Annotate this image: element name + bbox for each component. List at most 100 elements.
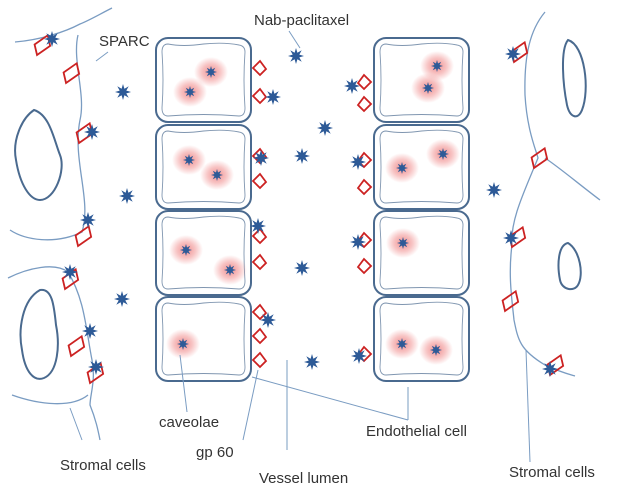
gp60-label: gp 60 [196, 444, 234, 461]
nab-paclitaxel-particles [44, 31, 558, 377]
star-icon [80, 212, 96, 228]
cell-membrane [379, 42, 464, 117]
parallelogram-icon [74, 224, 93, 248]
star-icon [180, 244, 192, 256]
endothelial-cell-pointer-b [251, 376, 409, 421]
star-icon [422, 82, 434, 94]
star-icon [224, 264, 236, 276]
sparc-label: SPARC [99, 33, 150, 50]
stromal-cell [557, 241, 582, 291]
gp60-pointer [242, 369, 259, 441]
stromal-shapes [14, 38, 587, 380]
cell-membrane [379, 215, 464, 290]
chevron-icon [356, 231, 373, 249]
stromal-fiber [7, 266, 101, 441]
star-icon [317, 120, 333, 136]
stromal-right-pointer [525, 349, 531, 463]
sparc-pointer [95, 51, 109, 62]
star-icon [344, 78, 360, 94]
stromal-cell [19, 288, 59, 380]
chevron-icon [251, 351, 268, 369]
cell-membrane [161, 129, 246, 204]
cell-membrane [161, 215, 246, 290]
chevron-icon [356, 257, 373, 275]
endothelial-cells [155, 37, 470, 382]
star-icon [437, 148, 449, 160]
star-icon [304, 354, 320, 370]
chevron-icon [356, 73, 373, 91]
star-icon [82, 323, 98, 339]
cell-membrane [379, 129, 464, 204]
endothelial-cell [155, 37, 252, 123]
star-icon [265, 89, 281, 105]
stromal-cells-left-label: Stromal cells [60, 457, 146, 474]
parallelogram-icon [62, 61, 81, 85]
chevron-icon [356, 151, 373, 169]
star-icon [205, 66, 217, 78]
star-icon [211, 169, 223, 181]
star-icon [114, 291, 130, 307]
star-icon [62, 264, 78, 280]
chevron-icon [356, 95, 373, 113]
star-icon [503, 230, 519, 246]
star-icon [250, 218, 266, 234]
star-icon [294, 260, 310, 276]
stromal-fiber [544, 157, 601, 201]
vessel-lumen-label: Vessel lumen [259, 470, 349, 487]
parallelogram-icon [67, 334, 86, 358]
star-icon [177, 338, 189, 350]
parallelogram-icon [501, 289, 520, 313]
star-icon [350, 154, 366, 170]
star-icon [350, 234, 366, 250]
star-icon [115, 84, 131, 100]
stromal-fiber [509, 11, 576, 377]
chevron-icon [251, 327, 268, 345]
receptors [33, 33, 565, 385]
chevron-icon [251, 303, 268, 321]
chevron-icon [251, 172, 268, 190]
parallelogram-icon [530, 146, 549, 170]
star-icon [351, 348, 367, 364]
star-icon [183, 154, 195, 166]
cell-membrane [161, 42, 246, 117]
chevron-icon [251, 87, 268, 105]
star-icon [294, 148, 310, 164]
cell-membrane [379, 301, 464, 376]
stromal-fiber [11, 394, 89, 405]
star-icon [184, 86, 196, 98]
star-icon [253, 150, 269, 166]
chevron-icon [251, 59, 268, 77]
stromal-cells-right-label: Stromal cells [509, 464, 595, 481]
star-icon [84, 124, 100, 140]
nab-paclitaxel-label: Nab-paclitaxel [254, 12, 350, 29]
star-icon [505, 46, 521, 62]
endothelial-cell [155, 296, 252, 382]
endothelial-cell [373, 124, 470, 210]
star-icon [288, 48, 304, 64]
endothelial-cell [373, 296, 470, 382]
endothelial-cell-label: Endothelial cell [366, 423, 467, 440]
stromal-cell [14, 108, 63, 202]
caveolae-pointer [179, 354, 188, 413]
star-icon [119, 188, 135, 204]
star-icon [396, 162, 408, 174]
star-icon [431, 60, 443, 72]
cell-membrane [161, 301, 246, 376]
stromal-fiber [9, 34, 86, 241]
star-icon [397, 237, 409, 249]
nab-paclitaxel-pointer [288, 30, 301, 49]
label-pointers [69, 30, 531, 463]
star-icon [396, 338, 408, 350]
stromal-left-pointer [69, 407, 83, 441]
endothelial-cell [155, 124, 252, 210]
stromal-cell [561, 38, 587, 118]
endothelial-cell [155, 210, 252, 296]
star-icon [260, 312, 276, 328]
endothelial-cell [373, 210, 470, 296]
parallelogram-icon [33, 33, 52, 57]
stromal-fiber [14, 7, 113, 43]
star-icon [486, 182, 502, 198]
star-icon [430, 344, 442, 356]
